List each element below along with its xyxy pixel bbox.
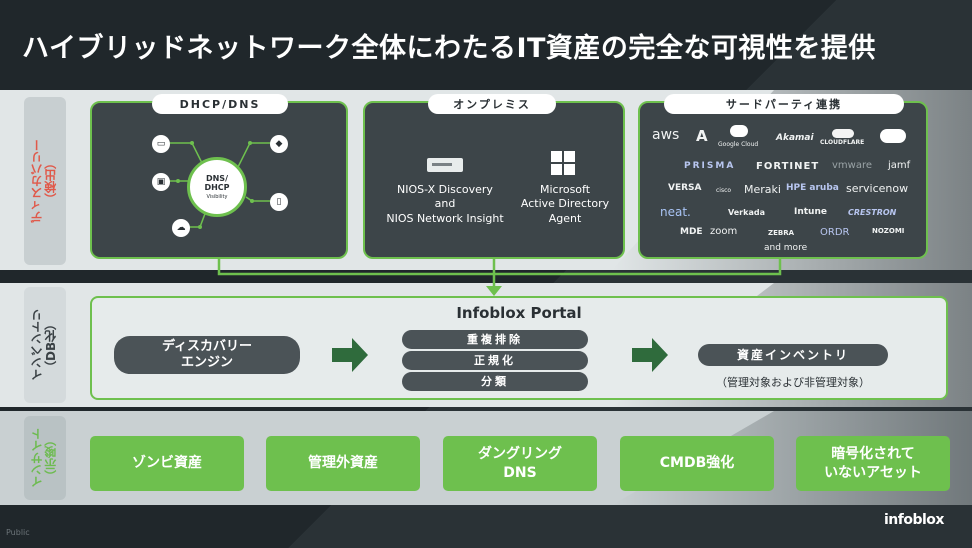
vendor-aws: aws xyxy=(652,127,680,143)
vendor-a: A xyxy=(696,127,708,145)
cloudflare-icon xyxy=(832,129,854,138)
insight-unmanaged-assets: 管理外資産 xyxy=(266,436,420,491)
nios-discovery-text: NIOS-X Discovery and NIOS Network Insigh… xyxy=(386,183,504,225)
section-label-inventory: インベントリ （DB化） xyxy=(24,287,66,403)
vendor-google-cloud: Google Cloud xyxy=(718,141,759,148)
ms-ad-agent-text: Microsoft Active Directory Agent xyxy=(520,183,610,225)
vendor-vmware: vmware xyxy=(832,160,873,171)
vendor-versa: VERSA xyxy=(668,183,702,193)
dhcp-dns-box: ▭ ▣ ☁ ◆ ▯ DNS/ DHCP Visibility xyxy=(90,101,348,259)
onprem-box: NIOS-X Discovery and NIOS Network Insigh… xyxy=(363,101,625,259)
device-icon: ◆ xyxy=(270,135,288,153)
asset-inventory-note: （管理対象および非管理対象） xyxy=(716,376,870,389)
vendor-neat: neat. xyxy=(660,205,691,219)
step-dedupe: 重複排除 xyxy=(402,330,588,349)
windows-icon xyxy=(551,151,575,175)
vendor-zebra: ZEBRA xyxy=(768,229,795,237)
vendor-crestron: CRESTRON xyxy=(848,208,897,217)
vendor-nozomi: NOZOMI xyxy=(872,227,905,235)
insight-dangling-dns: ダングリング DNS xyxy=(443,436,597,491)
vendor-intune: Intune xyxy=(794,207,827,217)
arrow-right-icon xyxy=(332,338,368,372)
third-party-box: aws A Google Cloud Akamai CLOUDFLARE PRI… xyxy=(638,101,928,259)
step-normalize: 正規化 xyxy=(402,351,588,370)
section-label-insight: インサイト （示唆） xyxy=(24,416,66,500)
third-party-label: サードパーティ連携 xyxy=(664,94,904,114)
vendor-ordr: ORDR xyxy=(820,227,850,238)
hub-title: DNS/ DHCP xyxy=(204,173,230,192)
section-label-insight-text: インサイト （示唆） xyxy=(30,428,58,488)
vendor-zoom: zoom xyxy=(710,226,738,237)
insight-unencrypted-assets: 暗号化されて いないアセット xyxy=(796,436,950,491)
section-label-discovery-text: ディスカバリー （検出） xyxy=(30,139,58,223)
vendor-hpe-aruba: HPE aruba xyxy=(786,183,839,193)
google-cloud-icon xyxy=(730,125,748,137)
dhcp-dns-label: DHCP/DNS xyxy=(152,94,288,114)
portal-title: Infoblox Portal xyxy=(456,304,582,322)
appliance-icon xyxy=(427,158,463,172)
vendor-cloudflare: CLOUDFLARE xyxy=(820,139,865,146)
page-title: ハイブリッドネットワーク全体にわたるIT資産の完全な可視性を提供 xyxy=(22,33,876,64)
vendor-servicenow: servicenow xyxy=(846,182,909,195)
cloud-service-icon xyxy=(880,129,906,143)
vendor-fortinet: FORTINET xyxy=(756,161,820,172)
phone-icon: ▯ xyxy=(270,193,288,211)
vendor-cisco: cisco xyxy=(716,187,732,194)
onprem-label: オンプレミス xyxy=(428,94,556,114)
step-classify: 分類 xyxy=(402,372,588,391)
cloud-node-icon: ☁ xyxy=(172,219,190,237)
section-label-inventory-text: インベントリ （DB化） xyxy=(30,309,58,381)
insight-zombie-assets: ゾンビ資産 xyxy=(90,436,244,491)
classification-label: Public xyxy=(6,528,30,537)
vendor-meraki: Meraki xyxy=(744,183,781,196)
vendor-jamf: jamf xyxy=(888,160,911,171)
vendor-prisma: PRISMA xyxy=(684,161,736,171)
vendor-mde: MDE xyxy=(680,227,703,237)
laptop-icon: ▭ xyxy=(152,135,170,153)
infoblox-portal: Infoblox Portal ディスカバリー エンジン 重複排除 正規化 分類… xyxy=(90,296,948,400)
hub-subtitle: Visibility xyxy=(206,194,228,201)
insight-cmdb-enrichment: CMDB強化 xyxy=(620,436,774,491)
dns-dhcp-hub: DNS/ DHCP Visibility xyxy=(187,157,247,217)
hub-spokes xyxy=(162,141,278,229)
discovery-engine-pill: ディスカバリー エンジン xyxy=(114,336,300,374)
arrow-right-icon xyxy=(632,338,668,372)
vendor-verkada: Verkada xyxy=(728,208,765,217)
and-more-text: and more xyxy=(764,243,808,253)
asset-inventory-pill: 資産インベントリ xyxy=(698,344,888,366)
vendor-akamai: Akamai xyxy=(776,133,814,143)
section-label-discovery: ディスカバリー （検出） xyxy=(24,97,66,265)
infoblox-logo: infoblox xyxy=(884,512,944,528)
monitor-icon: ▣ xyxy=(152,173,170,191)
